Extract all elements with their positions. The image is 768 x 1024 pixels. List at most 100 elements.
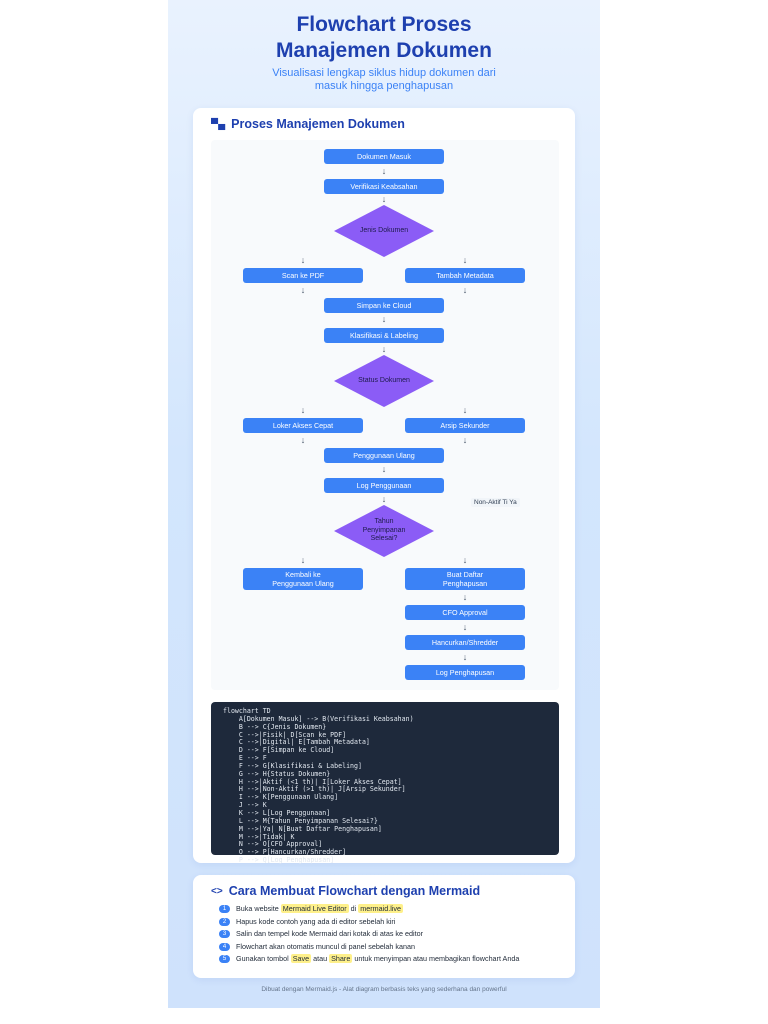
arrow-down-icon: ↓ [462, 555, 468, 565]
step-text: Flowchart akan otomatis muncul di panel … [236, 941, 415, 951]
node-label-line: Penggunaan Ulang [272, 579, 334, 588]
diagram-card-title: Proses Manajemen Dokumen [231, 117, 405, 131]
node-label: Penggunaan Ulang [353, 451, 415, 460]
step-number-badge: 3 [219, 930, 230, 938]
diamond-shape [334, 355, 434, 407]
code-line: N --> O[CFO Approval] [223, 840, 323, 849]
code-line: H -->|Non-Aktif (>1 th)| J[Arsip Sekunde… [223, 785, 406, 794]
step-text: Hapus kode contoh yang ada di editor seb… [236, 916, 396, 926]
arrow-down-icon: ↓ [462, 255, 468, 265]
code-line: J --> K [223, 801, 267, 810]
step-text: Gunakan tombol Save atau Share untuk men… [236, 954, 519, 964]
save-keyword: Save [290, 954, 312, 963]
share-keyword: Share [329, 954, 353, 963]
arrow-down-icon: ↓ [381, 344, 387, 354]
arrow-down-icon: ↓ [462, 652, 468, 662]
step-text-part: Buka website [236, 904, 279, 913]
node-dokumen-masuk: Dokumen Masuk [324, 149, 444, 164]
code-line: C -->|Digital| E[Tambah Metadata] [223, 738, 370, 747]
page: Flowchart Proses Manajemen Dokumen Visua… [168, 0, 600, 1008]
mermaid-code-block[interactable]: flowchart TD A[Dokumen Masuk] --> B(Veri… [211, 702, 559, 864]
arrow-down-icon: ↓ [462, 435, 468, 445]
step-item: 5 Gunakan tombol Save atau Share untuk m… [219, 954, 559, 964]
code-line: M -->|Ya| N[Buat Daftar Penghapusan] [223, 824, 382, 833]
node-label: Log Penghapusan [435, 668, 495, 677]
arrow-down-icon: ↓ [300, 405, 306, 415]
node-tambah-metadata: Tambah Metadata [405, 268, 525, 283]
code-line: E --> F [223, 754, 267, 763]
code-line: O --> P[Hancurkan/Shredder] [223, 848, 347, 857]
decision-label: Jenis Dokumen [359, 226, 409, 234]
step-item: 2 Hapus kode contoh yang ada di editor s… [219, 917, 559, 927]
decision-label-line: Selesai? [370, 535, 398, 543]
step-item: 1 Buka website Mermaid Live Editor di me… [219, 904, 559, 914]
code-line: H -->|Aktif (<1 th)| I[Loker Akses Cepat… [223, 777, 402, 786]
step-item: 3 Salin dan tempel kode Mermaid dari kot… [219, 929, 559, 939]
edge-label-note: Non-Aktif Ti Ya [471, 498, 520, 507]
node-label: CFO Approval [442, 608, 488, 617]
flowchart-diagram: Dokumen Masuk ↓ Verifikasi Keabsahan ↓ J… [211, 140, 559, 690]
code-line: M -->|Tidak| K [223, 832, 295, 841]
node-label: Verifikasi Keabsahan [350, 182, 418, 191]
arrow-down-icon: ↓ [381, 494, 387, 504]
code-line: B --> C{Jenis Dokumen} [223, 722, 327, 731]
node-label: Log Penggunaan [356, 481, 412, 490]
diamond-shape [334, 205, 434, 257]
mermaid-live-link[interactable]: mermaid.live [358, 904, 404, 913]
node-label: Klasifikasi & Labeling [350, 331, 418, 340]
page-subtitle: Visualisasi lengkap siklus hidup dokumen… [198, 67, 570, 93]
arrow-down-icon: ↓ [462, 285, 468, 295]
subtitle-line-2: masuk hingga penghapusan [314, 80, 454, 92]
step-text: Salin dan tempel kode Mermaid dari kotak… [236, 929, 423, 938]
decision-label-line: Penyimpanan [362, 526, 406, 534]
node-penggunaan-ulang: Penggunaan Ulang [324, 448, 444, 463]
code-line: A[Dokumen Masuk] --> B(Verifikasi Keabsa… [223, 714, 414, 723]
page-title: Flowchart Proses Manajemen Dokumen [168, 12, 600, 64]
diagram-card: ▀▄ Proses Manajemen Dokumen Dokumen Masu… [193, 108, 575, 864]
node-label: Simpan ke Cloud [356, 301, 412, 310]
mermaid-live-editor-link[interactable]: Mermaid Live Editor [280, 904, 349, 913]
decision-label: Status Dokumen [358, 376, 410, 384]
node-klasifikasi-labeling: Klasifikasi & Labeling [324, 328, 444, 343]
node-kembali-ke-penggunaan-ulang: Kembali ke Penggunaan Ulang [243, 568, 363, 590]
node-scan-ke-pdf: Scan ke PDF [243, 268, 363, 283]
node-buat-daftar-penghapusan: Buat Daftar Penghapusan [405, 568, 525, 590]
arrow-down-icon: ↓ [381, 464, 387, 474]
step-text-part: di [350, 904, 357, 913]
guide-card: <> Cara Membuat Flowchart dengan Mermaid… [193, 875, 575, 978]
step-text: Buka website Mermaid Live Editor di merm… [236, 904, 404, 914]
arrow-down-icon: ↓ [462, 622, 468, 632]
node-label: Scan ke PDF [281, 271, 325, 280]
code-line: D --> F[Simpan ke Cloud] [223, 746, 335, 755]
arrow-down-icon: ↓ [300, 285, 306, 295]
step-text-part: untuk menyimpan atau membagikan flowchar… [354, 954, 520, 963]
arrow-down-icon: ↓ [462, 592, 468, 602]
title-line-1: Flowchart Proses [296, 13, 472, 36]
node-label: Buat Daftar Penghapusan [443, 570, 487, 588]
step-number-badge: 2 [219, 917, 230, 926]
step-item: 4 Flowchart akan otomatis muncul di pane… [219, 942, 559, 952]
node-hancurkan-shredder: Hancurkan/Shredder [405, 635, 525, 650]
step-number-badge: 5 [219, 955, 230, 963]
node-log-penggunaan: Log Penggunaan [324, 478, 444, 493]
node-label: Arsip Sekunder [440, 421, 490, 430]
code-line: flowchart TD [223, 707, 271, 715]
node-label: Dokumen Masuk [357, 152, 411, 161]
arrow-down-icon: ↓ [300, 435, 306, 445]
decision-label: Tahun Penyimpanan Selesai? [363, 518, 406, 544]
page-footer: Dibuat dengan Mermaid.js - Alat diagram … [261, 986, 507, 993]
step-number-badge: 1 [219, 905, 230, 913]
guide-card-title: Cara Membuat Flowchart dengan Mermaid [228, 884, 481, 898]
guide-card-heading: <> Cara Membuat Flowchart dengan Mermaid [211, 884, 480, 898]
decision-label-line: Tahun [374, 518, 394, 526]
decision-status-dokumen: Status Dokumen [334, 355, 434, 407]
node-loker-akses-cepat: Loker Akses Cepat [243, 418, 363, 433]
subtitle-line-1: Visualisasi lengkap siklus hidup dokumen… [272, 67, 496, 79]
step-text-part: Gunakan tombol [236, 954, 289, 963]
code-line: F --> G[Klasifikasi & Labeling] [223, 761, 362, 770]
arrow-down-icon: ↓ [381, 166, 387, 176]
title-line-2: Manajemen Dokumen [276, 39, 492, 62]
diagram-icon: ▀▄ [211, 118, 226, 130]
diamond-shape [334, 505, 434, 557]
step-number-badge: 4 [219, 942, 230, 951]
